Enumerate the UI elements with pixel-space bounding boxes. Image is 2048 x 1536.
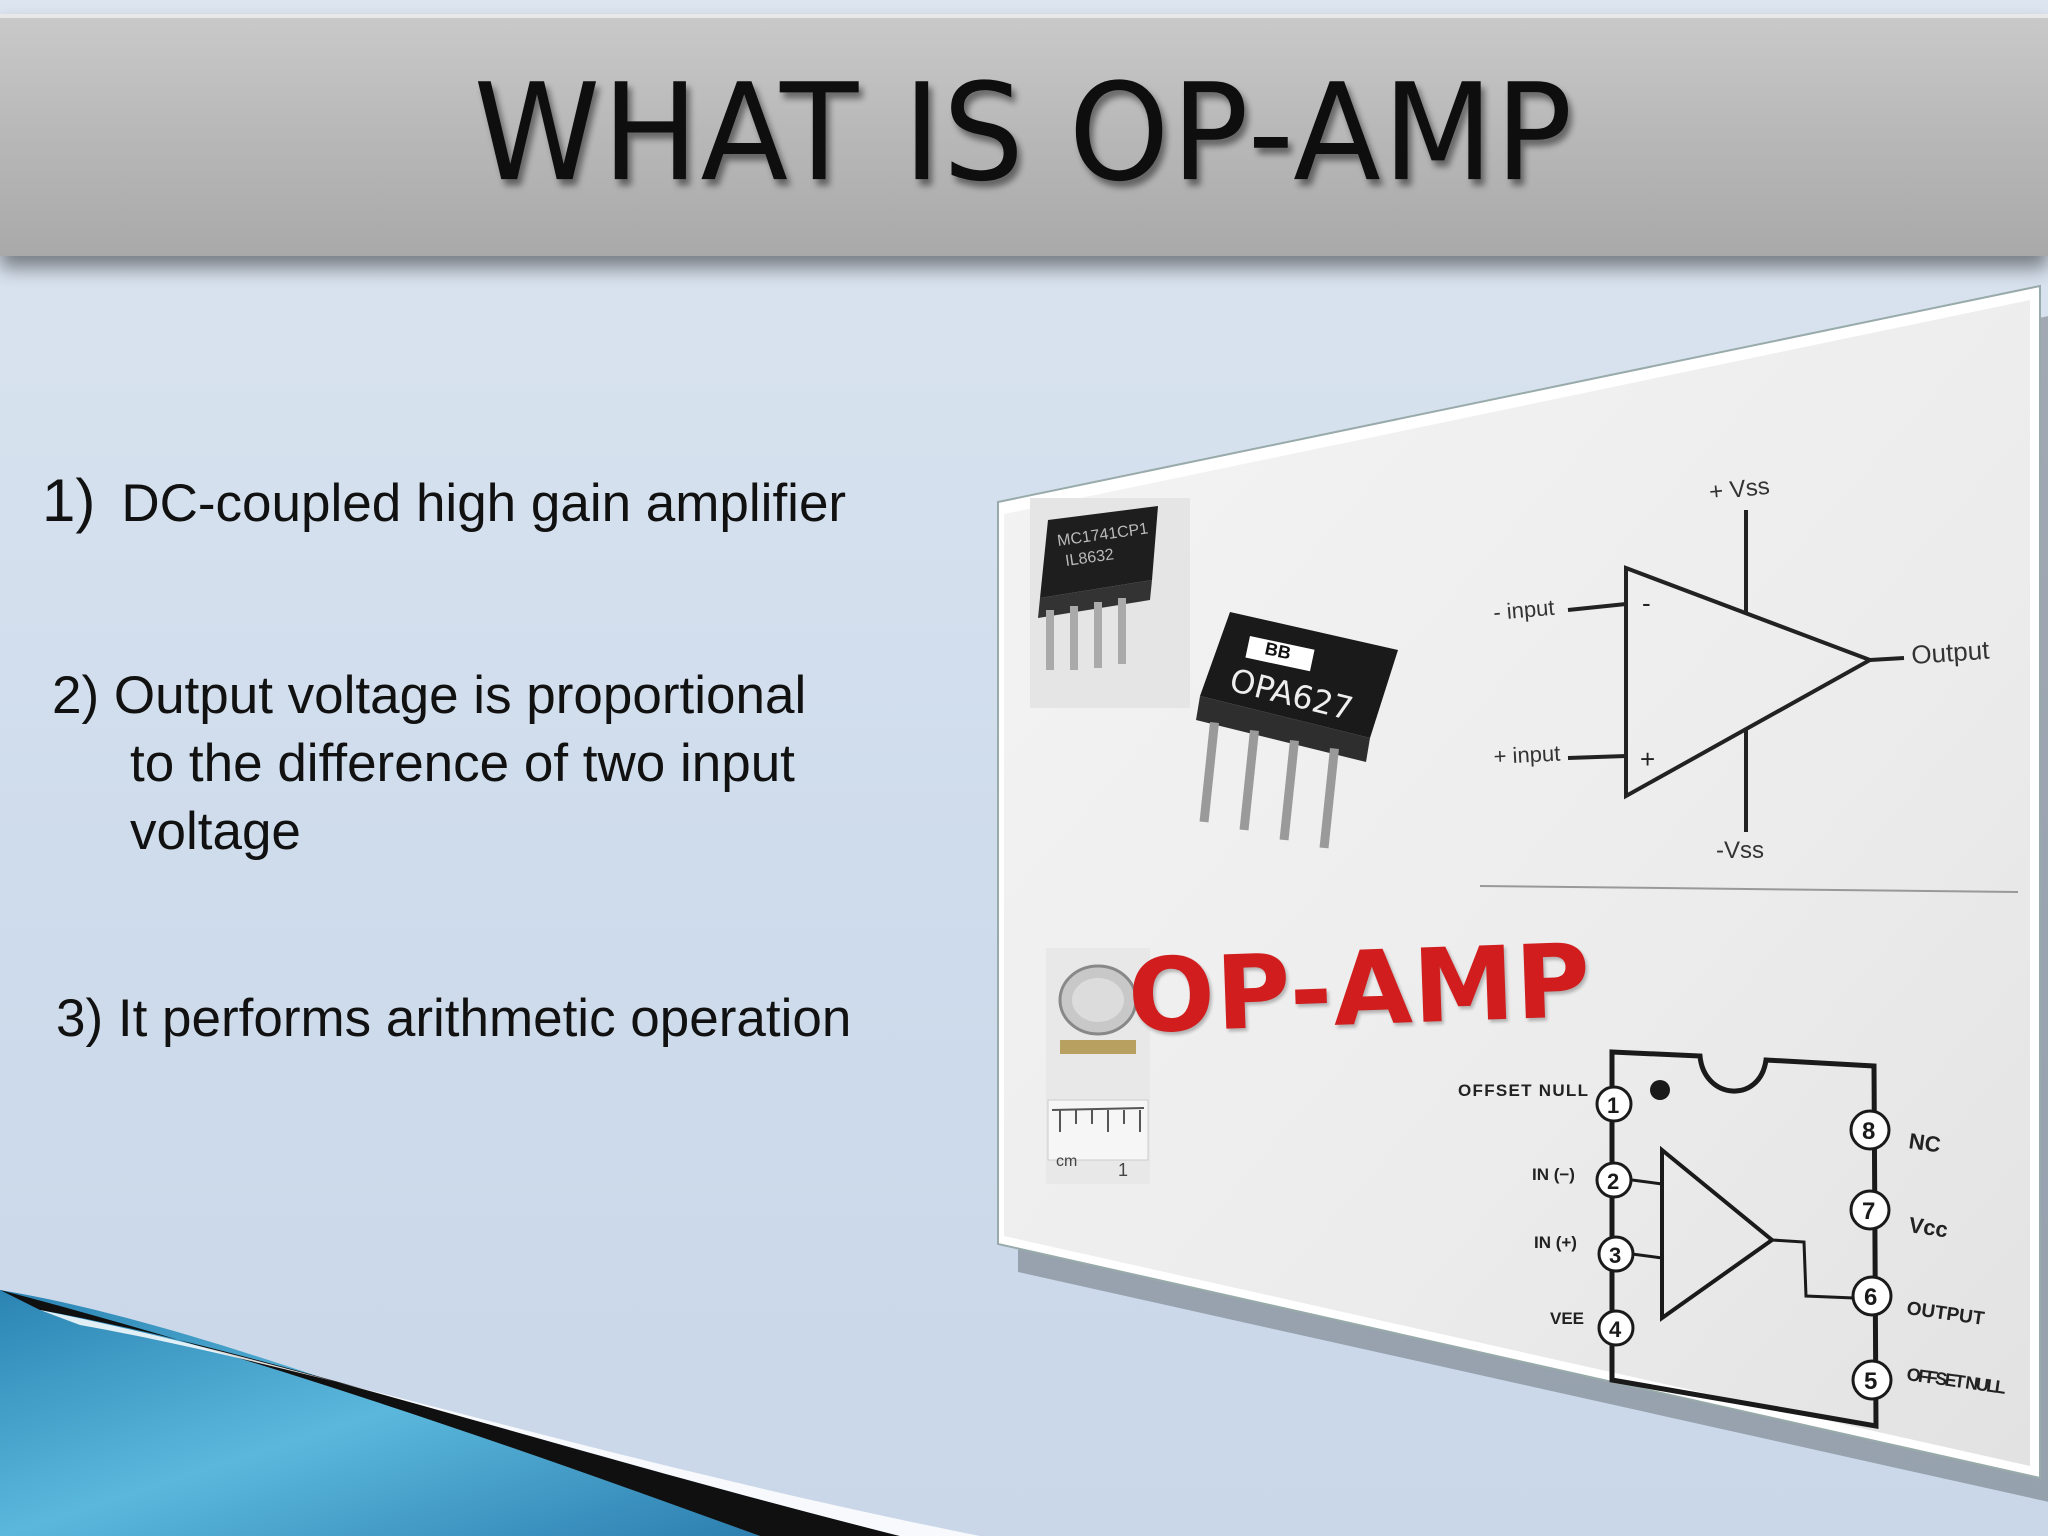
- chip2-marking: OPA627: [1226, 661, 1357, 728]
- pin-1: 1: [1595, 1085, 1633, 1123]
- chip-photo-mc1741: [1030, 498, 1190, 708]
- symbol-plus-sign: +: [1640, 744, 1655, 774]
- bullet-2-line-2: to the difference of two input: [130, 734, 795, 793]
- symbol-output: Output: [1910, 635, 1991, 670]
- chip1-marking: MC1741CP1: [1056, 520, 1149, 550]
- pin-8-label: NC: [1907, 1128, 1942, 1157]
- bullet-2: 2) Output voltage is proportional to the…: [52, 662, 806, 866]
- svg-text:6: 6: [1864, 1284, 1877, 1311]
- pin-3: 3: [1597, 1235, 1635, 1273]
- chip2-logo: BB: [1263, 638, 1293, 663]
- svg-text:4: 4: [1609, 1317, 1622, 1342]
- pin-8: 8: [1849, 1109, 1891, 1151]
- ruler-unit: cm: [1056, 1153, 1077, 1170]
- pin-2: 2: [1595, 1161, 1633, 1199]
- pin1-indicator-dot: [1650, 1080, 1670, 1100]
- symbol-inv-input: - input: [1492, 595, 1555, 625]
- pin-3-label: IN (+): [1534, 1233, 1577, 1252]
- divider-line: [1479, 885, 2019, 893]
- symbol-minus-sign: -: [1642, 588, 1651, 618]
- bullet-3: 3) It performs arithmetic operation: [56, 989, 852, 1048]
- bullet-1: 1) DC-coupled high gain amplifier: [42, 467, 846, 538]
- pin-7-label: Vcc: [1907, 1212, 1949, 1242]
- svg-text:8: 8: [1862, 1118, 1875, 1145]
- ruler-mark: 1: [1118, 1160, 1128, 1180]
- opamp-label: OP-AMP: [1126, 921, 1594, 1058]
- opamp-symbol: [1567, 510, 1905, 832]
- svg-text:5: 5: [1864, 1368, 1877, 1395]
- pin-6: 6: [1851, 1275, 1893, 1317]
- bullet-2-line-3: voltage: [130, 802, 301, 861]
- chip-photo-opa627: [1196, 612, 1398, 849]
- svg-text:1: 1: [1607, 1093, 1619, 1118]
- decorative-wave: [0, 1290, 980, 1536]
- svg-text:2: 2: [1607, 1169, 1619, 1194]
- title-bar: WHAT IS OP-AMP: [0, 14, 2048, 256]
- pin-5: 5: [1851, 1359, 1893, 1401]
- pin-1-label: OFFSET NULL: [1458, 1081, 1588, 1100]
- pin-7: 7: [1849, 1189, 1891, 1231]
- bullet-1-text: DC-coupled high gain amplifier: [121, 474, 847, 533]
- svg-text:7: 7: [1862, 1198, 1875, 1225]
- pin-6-label: OUTPUT: [1905, 1298, 1986, 1330]
- bullet-1-number: 1): [42, 467, 96, 534]
- picture-frame: [997, 284, 2041, 1480]
- bullet-2-line-1: 2) Output voltage is proportional: [52, 666, 807, 725]
- pin-2-label: IN (−): [1532, 1165, 1575, 1184]
- symbol-pos-supply: + Vss: [1708, 473, 1771, 506]
- symbol-noninv-input: + input: [1493, 741, 1561, 769]
- pin-4-label: VEE: [1550, 1309, 1584, 1328]
- chip1-marking-2: IL8632: [1064, 546, 1115, 570]
- symbol-neg-supply: -Vss: [1716, 837, 1764, 864]
- pin-4: 4: [1597, 1309, 1635, 1347]
- svg-text:3: 3: [1609, 1243, 1621, 1268]
- pinout-diagram: [1609, 1049, 1879, 1429]
- picture-panel: [1004, 300, 2030, 1466]
- pin-5-label: OFFSET NULL: [1905, 1364, 2007, 1398]
- slide-title: WHAT IS OP-AMP: [473, 54, 1575, 212]
